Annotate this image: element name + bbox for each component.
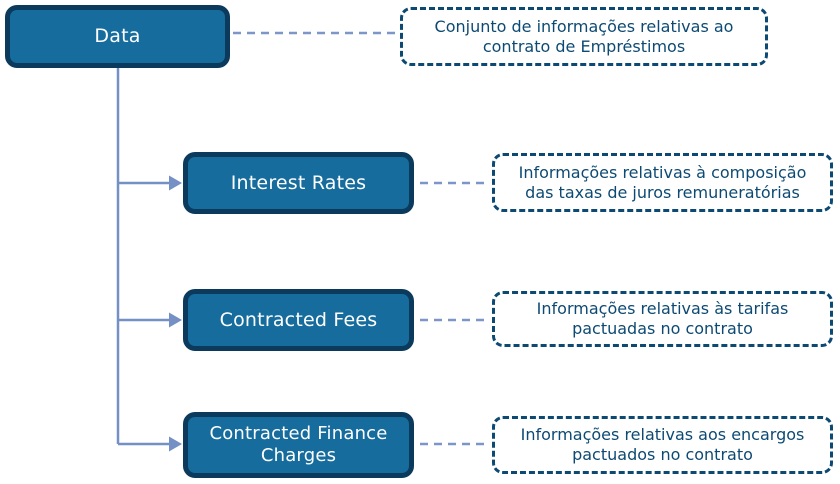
note-interest-rates: Informações relativas à composição das t… [492,153,833,212]
node-contracted-fees-label: Contracted Fees [219,308,378,331]
node-interest-rates: Interest Rates [183,152,414,214]
note-contracted-finance-charges-text: Informações relativas aos encargos pactu… [520,425,805,464]
node-data-label: Data [94,25,141,48]
node-contracted-finance-charges: Contracted Finance Charges [183,412,414,478]
note-contracted-fees-text: Informações relativas às tarifas pactuad… [536,299,789,338]
note-contracted-finance-charges: Informações relativas aos encargos pactu… [492,416,833,474]
node-contracted-finance-charges-label: Contracted Finance Charges [209,423,388,466]
arrowhead-icon [169,312,182,328]
note-contracted-fees: Informações relativas às tarifas pactuad… [492,291,833,347]
note-interest-rates-text: Informações relativas à composição das t… [518,162,807,202]
arrowhead-icon [169,436,182,452]
note-data-text: Conjunto de informações relativas ao con… [434,16,734,56]
node-data: Data [5,5,230,68]
node-contracted-fees: Contracted Fees [183,289,414,351]
note-data: Conjunto de informações relativas ao con… [400,7,768,66]
node-interest-rates-label: Interest Rates [230,171,367,194]
arrowhead-icon [169,175,182,191]
